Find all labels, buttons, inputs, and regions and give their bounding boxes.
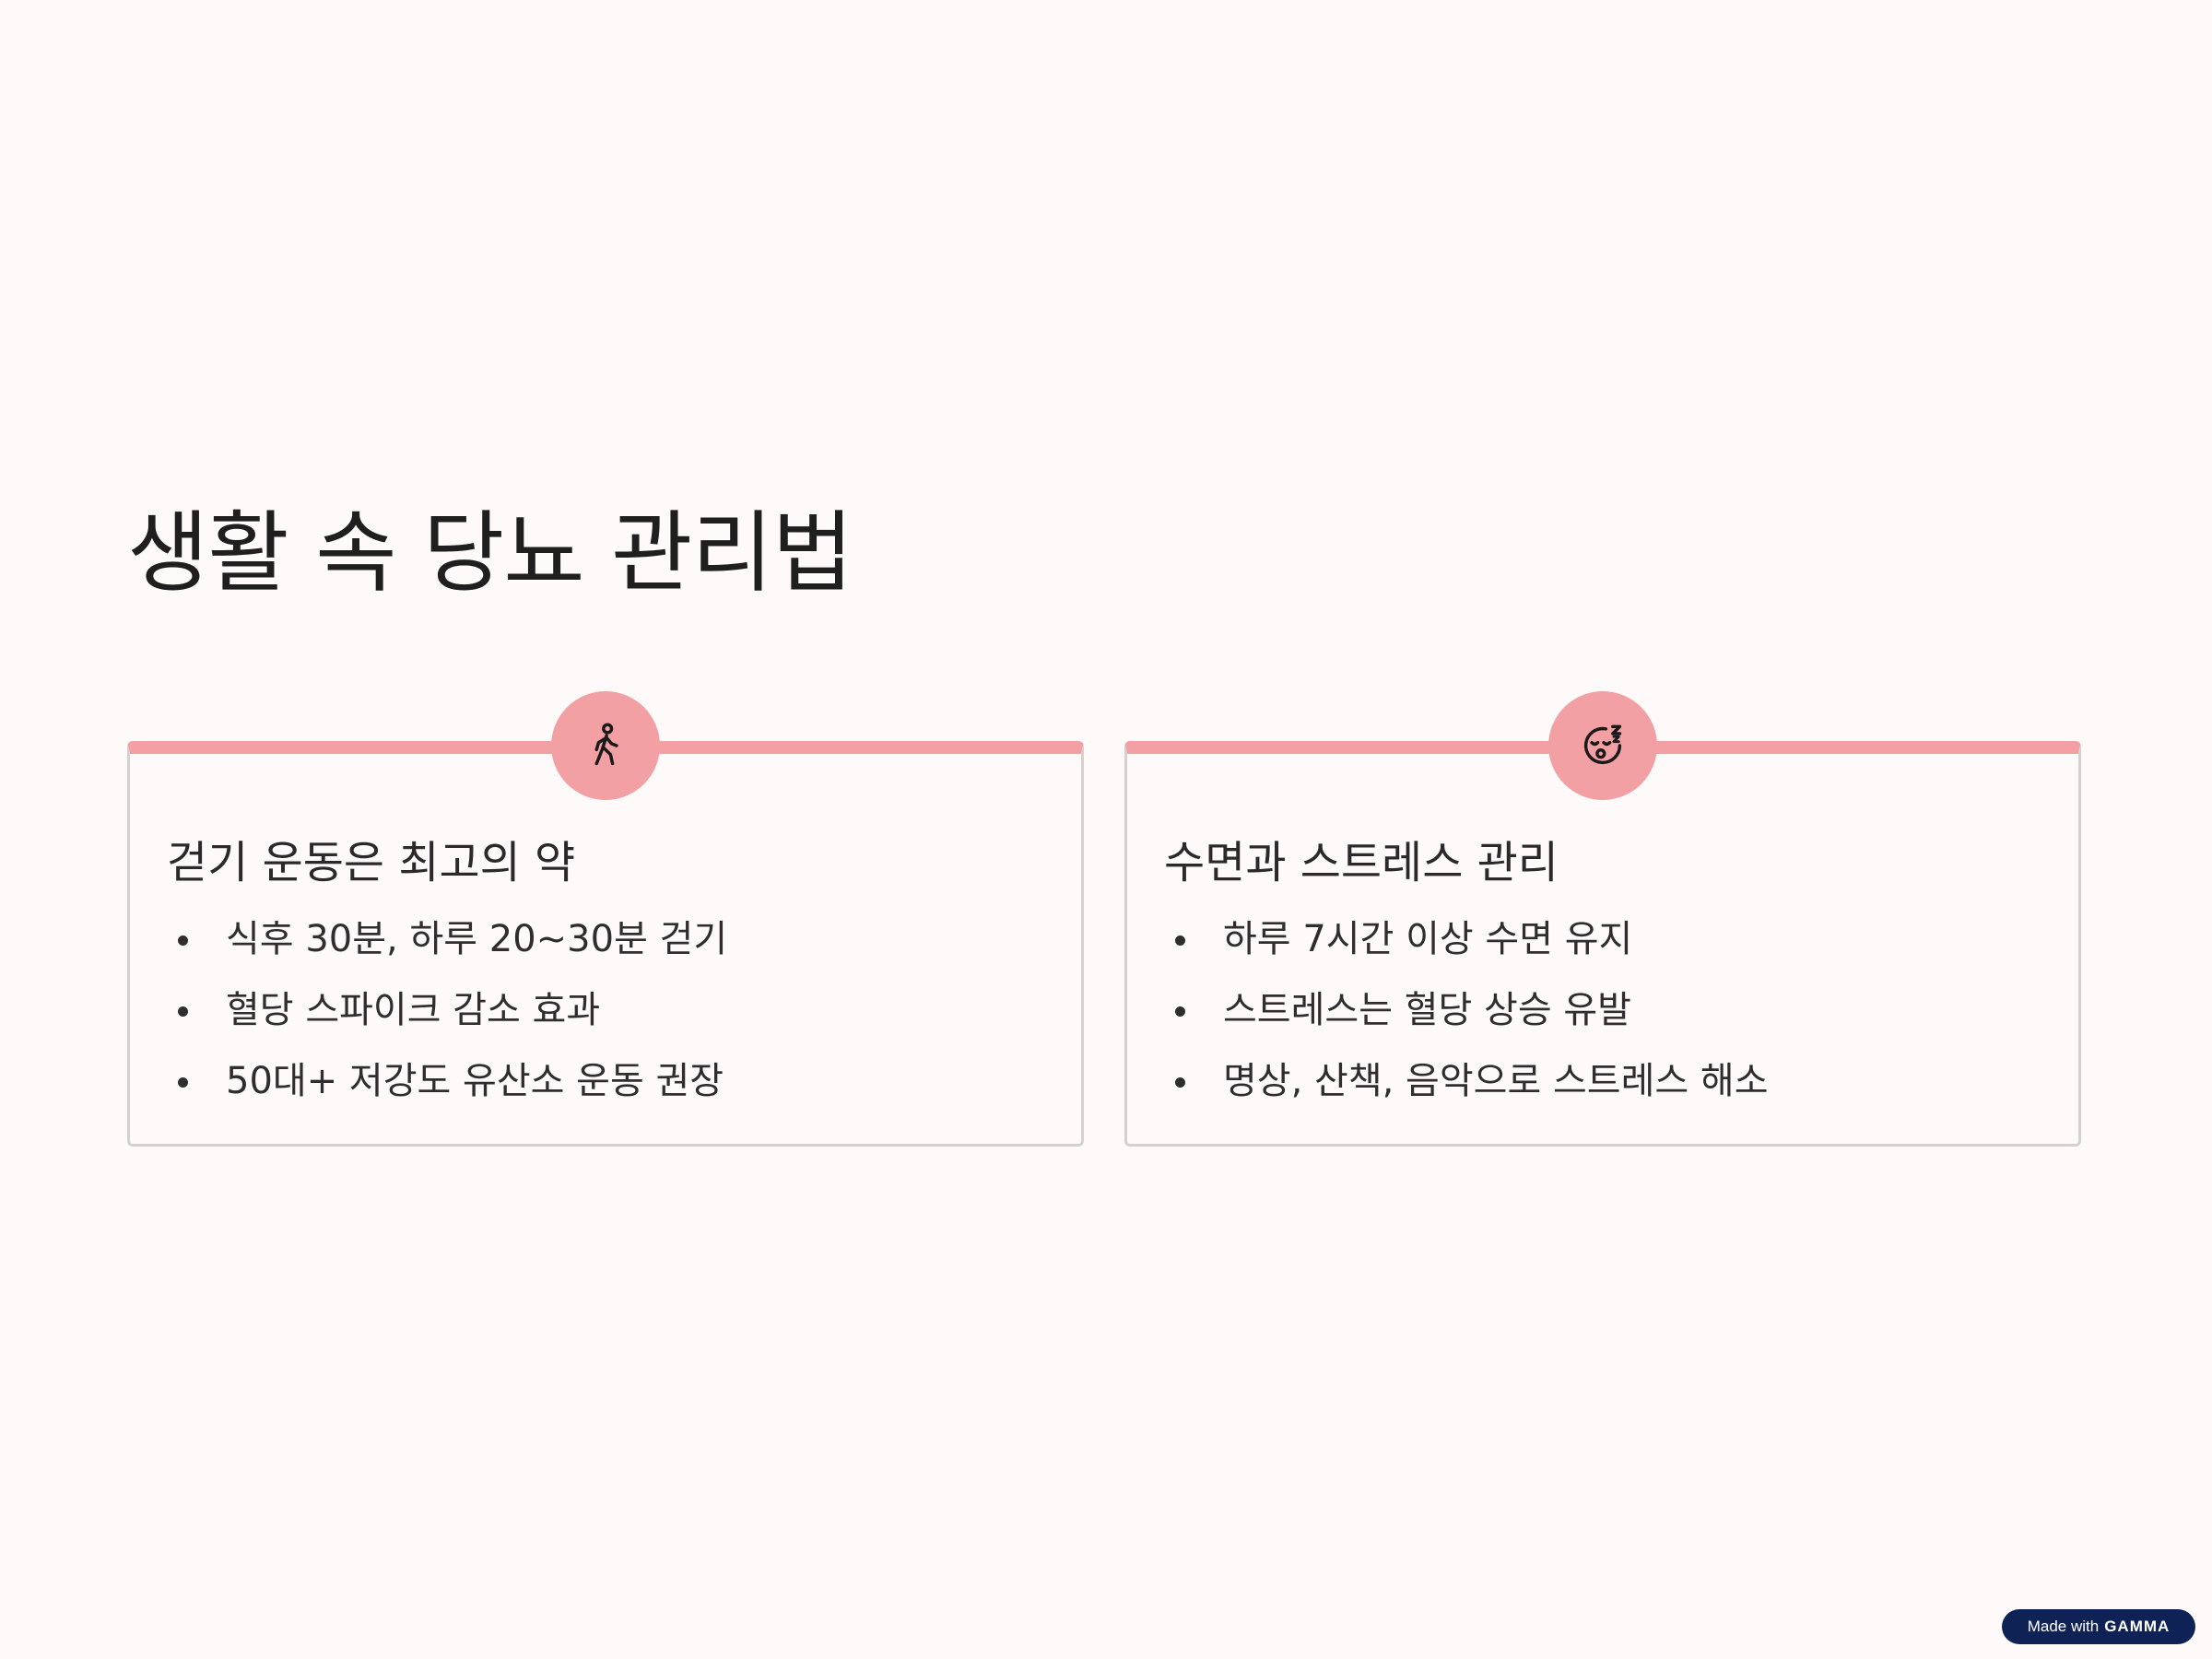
list-item: 50대+ 저강도 유산소 운동 권장 [167, 1058, 727, 1129]
page-title: 생활 속 당뇨 관리법 [127, 501, 853, 605]
walking-person-icon [594, 723, 618, 766]
list-item: 하루 7시간 이상 수면 유지 [1164, 916, 1769, 987]
card-title: 걷기 운동은 최고의 약 [167, 837, 576, 888]
list-item: 스트레스는 혈당 상승 유발 [1164, 987, 1769, 1058]
badge-prefix: Made with [2027, 1618, 2100, 1635]
list-item: 식후 30분, 하루 20~30분 걷기 [167, 916, 727, 987]
bullet-list: 하루 7시간 이상 수면 유지 스트레스는 혈당 상승 유발 명상, 산책, 음… [1164, 916, 1769, 1129]
walking-icon-badge [551, 691, 660, 800]
gamma-logo: GAMMA [2104, 1618, 2171, 1635]
sleep-icon-badge [1548, 691, 1657, 800]
list-item: 명상, 산책, 음악으로 스트레스 해소 [1164, 1058, 1769, 1129]
bullet-list: 식후 30분, 하루 20~30분 걷기 혈당 스파이크 감소 효과 50대+ … [167, 916, 727, 1129]
list-item: 혈당 스파이크 감소 효과 [167, 987, 727, 1058]
card-sleep-stress: 수면과 스트레스 관리 하루 7시간 이상 수면 유지 스트레스는 혈당 상승 … [1124, 691, 2081, 1147]
sleeping-face-icon [1583, 724, 1622, 765]
card-walking: 걷기 운동은 최고의 약 식후 30분, 하루 20~30분 걷기 혈당 스파이… [127, 691, 1084, 1147]
made-with-gamma-badge[interactable]: Made with GAMMA [2002, 1609, 2195, 1644]
card-title: 수면과 스트레스 관리 [1164, 837, 1559, 888]
